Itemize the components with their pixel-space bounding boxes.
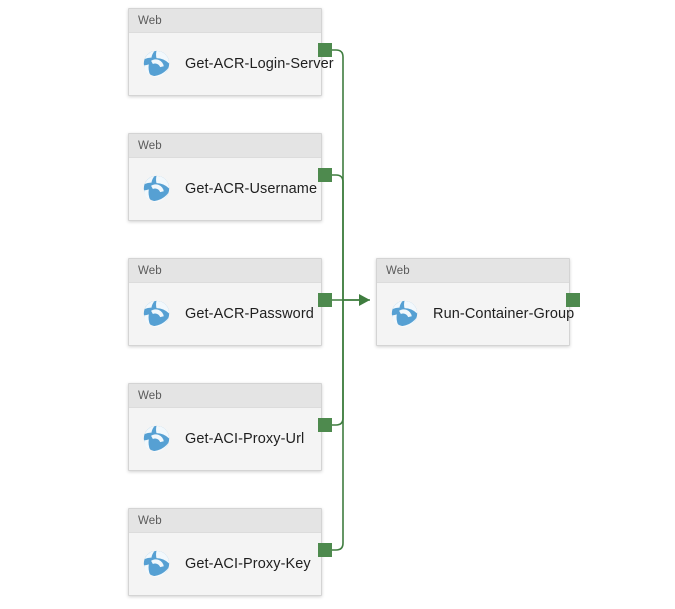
- web-globe-icon: [143, 550, 170, 577]
- node-title: Get-ACI-Proxy-Key: [185, 555, 311, 572]
- node-type-label: Web: [386, 264, 410, 277]
- port-run-container-group-out[interactable]: [566, 293, 580, 307]
- web-globe-icon: [143, 300, 170, 327]
- node-body: Get-ACI-Proxy-Url: [129, 408, 321, 469]
- node-run-container-group[interactable]: Web Run-Container-Group: [376, 258, 574, 346]
- node-header: Web: [129, 509, 321, 533]
- node-type-label: Web: [138, 14, 162, 27]
- edge-username-to-run: [332, 174, 344, 300]
- node-type-label: Web: [138, 514, 162, 527]
- port-get-acr-login-server-out[interactable]: [318, 43, 332, 57]
- port-get-acr-password-out[interactable]: [318, 293, 332, 307]
- node-header: Web: [377, 259, 569, 283]
- node-get-acr-username[interactable]: Web Get-ACR-Username: [128, 133, 322, 221]
- port-get-aci-proxy-url-out[interactable]: [318, 418, 332, 432]
- node-body: Run-Container-Group: [377, 283, 574, 344]
- node-get-aci-proxy-url[interactable]: Web Get-ACI-Proxy-Url: [128, 383, 322, 471]
- node-header: Web: [129, 134, 321, 158]
- node-get-acr-password[interactable]: Web Get-ACR-Password: [128, 258, 322, 346]
- node-title: Get-ACR-Username: [185, 180, 318, 197]
- node-type-label: Web: [138, 389, 162, 402]
- node-title: Get-ACI-Proxy-Url: [185, 430, 305, 447]
- node-type-label: Web: [138, 264, 162, 277]
- arrow-into-run-container-group: [359, 294, 370, 306]
- node-header: Web: [129, 9, 321, 33]
- node-body: Get-ACR-Password: [129, 283, 321, 344]
- node-header: Web: [129, 259, 321, 283]
- edge-proxy-url-to-run: [332, 300, 344, 426]
- web-globe-icon: [143, 425, 170, 452]
- node-get-acr-login-server[interactable]: Web Get-ACR-Login-Server: [128, 8, 334, 96]
- port-get-aci-proxy-key-out[interactable]: [318, 543, 332, 557]
- web-globe-icon: [143, 175, 170, 202]
- node-title: Get-ACR-Password: [185, 305, 314, 322]
- edge-proxy-key-to-run: [332, 300, 344, 551]
- node-header: Web: [129, 384, 321, 408]
- port-get-acr-username-out[interactable]: [318, 168, 332, 182]
- web-globe-icon: [143, 50, 170, 77]
- node-type-label: Web: [138, 139, 162, 152]
- node-title: Get-ACR-Login-Server: [185, 55, 334, 72]
- node-body: Get-ACI-Proxy-Key: [129, 533, 321, 594]
- edge-login-server-to-run: [332, 49, 344, 300]
- node-title: Run-Container-Group: [433, 305, 575, 322]
- web-globe-icon: [391, 300, 418, 327]
- node-body: Get-ACR-Login-Server: [129, 33, 334, 94]
- node-body: Get-ACR-Username: [129, 158, 321, 219]
- node-get-aci-proxy-key[interactable]: Web Get-ACI-Proxy-Key: [128, 508, 322, 596]
